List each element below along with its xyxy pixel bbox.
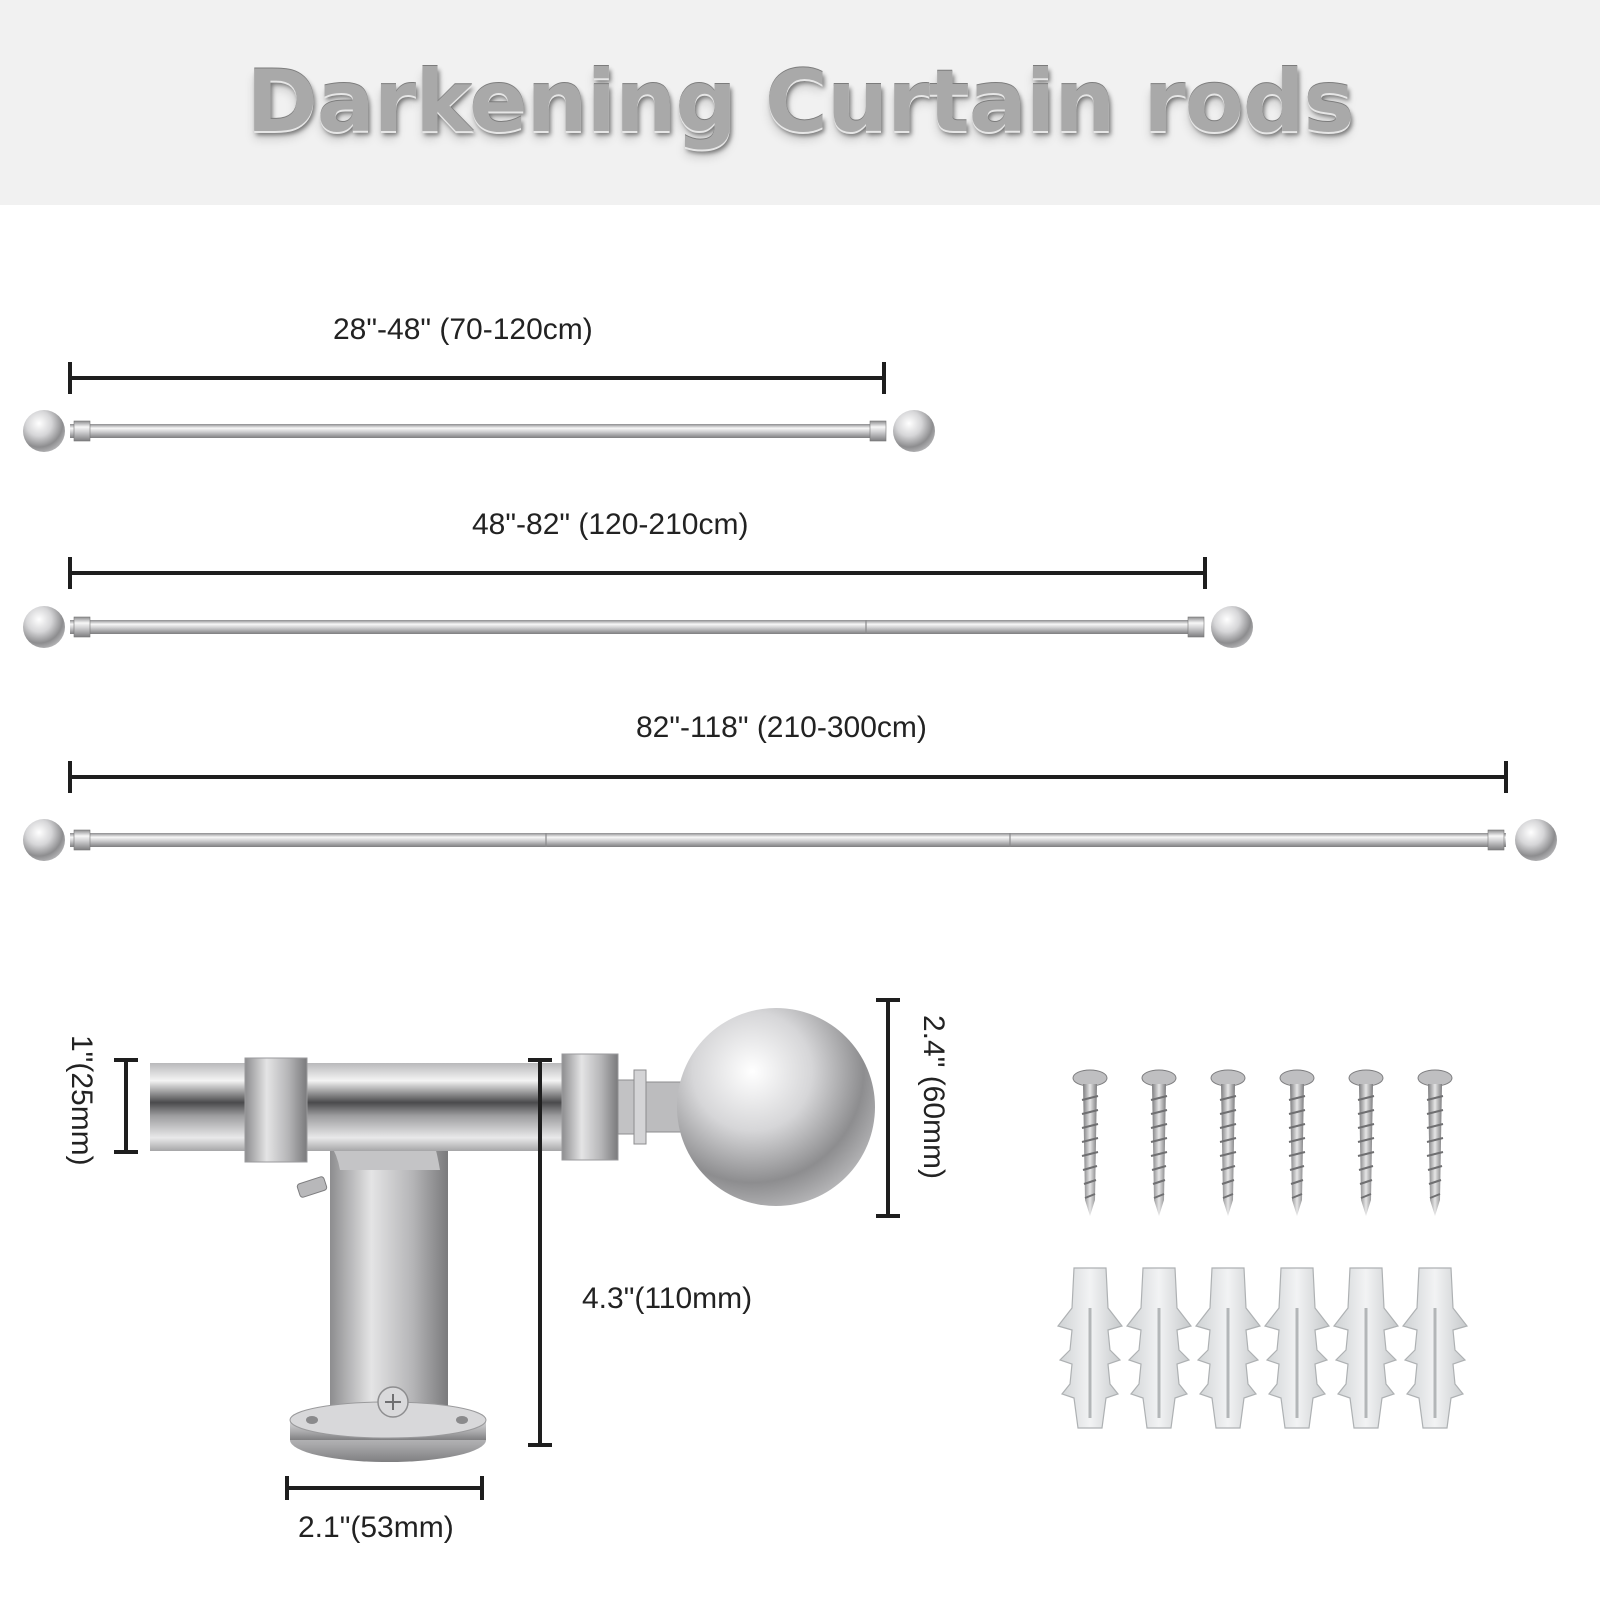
wall-anchor-icon bbox=[1332, 1267, 1400, 1429]
rod-1-length-label: 28"-48" (70-120cm) bbox=[333, 313, 593, 346]
rod-1-dimension-line bbox=[68, 362, 886, 394]
rod-2-length-label: 48"-82" (120-210cm) bbox=[472, 508, 749, 541]
rod-3-length-label: 82"-118" (210-300cm) bbox=[636, 711, 927, 744]
screws-group bbox=[1072, 1069, 1453, 1216]
title-band bbox=[0, 0, 1600, 205]
finial-diameter-marker bbox=[876, 998, 900, 1218]
wall-anchor-icon bbox=[1401, 1267, 1469, 1429]
rod-diameter-marker bbox=[114, 1058, 138, 1154]
rod-2-dimension-line bbox=[68, 557, 1207, 589]
rod-3-dimension-line bbox=[68, 761, 1508, 793]
projection-label: 4.3"(110mm) bbox=[582, 1282, 753, 1315]
page-title: Darkening Curtain rods bbox=[246, 52, 1354, 152]
wall-anchor-icon bbox=[1194, 1267, 1262, 1429]
rod-3-image bbox=[23, 819, 1557, 861]
finial-diameter-label: 2.4" (60mm) bbox=[917, 1015, 950, 1180]
screw-icon bbox=[1210, 1069, 1246, 1216]
screw-icon bbox=[1141, 1069, 1177, 1216]
rod-diameter-label: 1"(25mm) bbox=[65, 1035, 98, 1166]
rod-2-image bbox=[23, 606, 1253, 648]
projection-marker bbox=[528, 1058, 552, 1447]
base-width-label: 2.1"(53mm) bbox=[298, 1511, 454, 1544]
wall-anchor-icon bbox=[1125, 1267, 1193, 1429]
wall-anchor-icon bbox=[1263, 1267, 1331, 1429]
rod-1-image bbox=[23, 410, 935, 452]
screw-icon bbox=[1417, 1069, 1453, 1216]
bracket-detail-image bbox=[150, 1008, 875, 1462]
wall-anchor-icon bbox=[1056, 1267, 1124, 1429]
screw-icon bbox=[1072, 1069, 1108, 1216]
base-width-marker bbox=[285, 1476, 484, 1500]
wall-anchors-group bbox=[1056, 1267, 1469, 1429]
screw-icon bbox=[1348, 1069, 1384, 1216]
screw-icon bbox=[1279, 1069, 1315, 1216]
